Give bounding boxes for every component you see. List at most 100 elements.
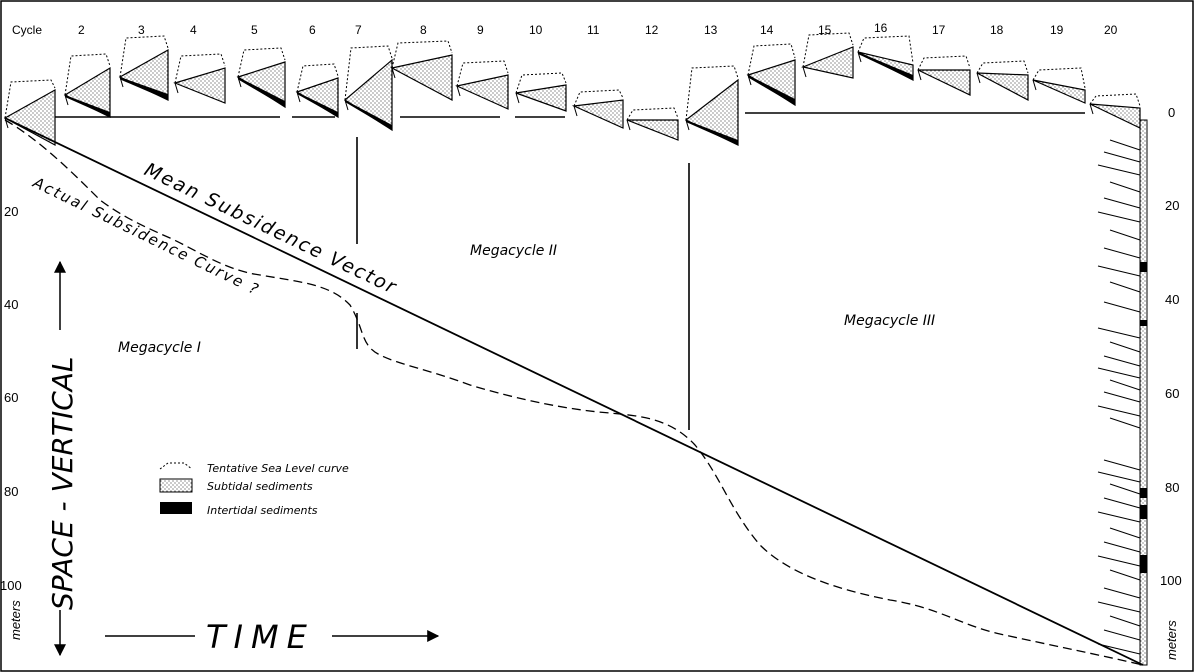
strat-tick [1109,139,1141,151]
strat-tick [1097,471,1141,483]
actual-subsidence-label: Actual Subsidence Curve ? [29,173,263,299]
strat-tick [1097,265,1141,277]
strat-tick [1097,643,1141,655]
intertidal-band [748,75,795,105]
wedge-flank [119,76,124,88]
cycle-number: 2 [78,23,85,37]
intertidal-band [686,120,738,145]
wedge-flank [857,51,862,63]
cycle-header: Cycle 2 3 4 5 6 7 8 9 10 11 12 13 14 15 … [12,21,1118,37]
depth-label: 100 [0,578,22,593]
strat-tick [1109,483,1141,495]
subtidal-wedge [1032,79,1086,104]
right-depth-column [1097,119,1148,666]
cycle-number: 20 [1104,23,1118,37]
cycle-number: 5 [251,23,258,37]
strat-tick [1103,629,1141,641]
sea-level-curve [296,63,339,93]
subtidal-wedge [343,58,393,132]
strat-tick [1097,211,1141,223]
subtidal-wedge [800,46,854,79]
wedge-flank [1089,103,1094,115]
intertidal-band [65,95,110,117]
strat-tick [1097,367,1141,379]
strat-tick [1103,151,1141,163]
subtidal-wedge [455,74,509,110]
cycle-number: 19 [1050,23,1064,37]
depth-label: 0 [1168,105,1175,120]
depth-label: 100 [1160,573,1182,588]
sea-level-curve [456,60,509,87]
strat-tick [1097,555,1141,567]
cycle-number: 16 [874,21,888,35]
strat-tick [1097,327,1141,339]
legend: Tentative Sea Level curve Subtidal sedim… [159,462,349,517]
strat-tick [1097,511,1141,523]
cycle-number: 3 [138,23,145,37]
sea-level-curve [747,43,796,76]
strat-tick [1097,601,1141,613]
strat-tick [1109,527,1141,539]
subtidal-wedge [515,84,567,112]
sea-level-curve [626,107,679,121]
subtidal-wedge [3,88,56,147]
depth-label: 60 [4,390,18,405]
sea-level-curve [4,79,56,119]
subtidal-wedge [173,67,226,104]
mean-subsidence-label: Mean Subsidence Vector [141,159,401,299]
megacycle-label: Megacycle III [844,313,935,329]
intertidal-band [238,77,285,107]
time-axis-label: TIME [206,618,315,656]
intertidal-band [858,52,913,80]
subtidal-wedge [684,78,739,146]
subtidal-wedge [917,69,971,96]
sea-level-curve [976,60,1029,74]
cycle-number: 10 [529,23,543,37]
intertidal-band [297,92,338,117]
depth-label: 40 [4,297,18,312]
strat-tick [1109,181,1141,193]
wedge-flank [802,66,807,78]
strat-tick [1109,417,1141,429]
strat-tick [1109,569,1141,581]
strat-tick [1103,247,1141,259]
megacycle-boundaries [356,137,690,430]
units-label-left: meters [8,600,23,640]
wedge-flank [1032,79,1037,91]
sea-level-curve [802,32,854,68]
wedge-flank [515,92,520,104]
megacycle-label: Megacycle II [470,243,557,259]
cycle-label: Cycle [12,23,42,37]
sea-level-curve [1032,67,1086,89]
cycle-number: 7 [355,23,362,37]
strat-tick [1103,301,1141,313]
sea-level-curve [917,55,971,71]
cycle-number: 4 [190,23,197,37]
depth-label: 80 [1165,480,1179,495]
wedge-flank [626,119,631,131]
cycle-number: 14 [760,23,774,37]
wedge-flank [917,69,922,81]
subtidal-wedge [1089,103,1141,129]
wedge-flank [237,76,242,88]
mean-subsidence-vector [4,117,1144,666]
strat-tick [1109,615,1141,627]
strat-tick [1109,281,1141,293]
vertical-axis-label-group: SPACE - VERTICAL [46,260,79,657]
cycle-number: 18 [990,23,1004,37]
sea-level-curve [857,35,914,64]
sea-level-curve [237,47,286,78]
sea-level-curve [685,65,739,121]
intertidal-band [120,77,168,100]
left-depth-scale: 20 40 60 80 100 meters [0,204,23,640]
strat-tick [1103,197,1141,209]
wedge-flank [573,105,578,117]
strat-tick [1103,459,1141,471]
legend-label: Subtidal sediments [207,480,313,493]
subtidal-wedge [976,72,1029,101]
wedge-flank [174,82,179,94]
strat-tick [1097,405,1141,417]
subtidal-wedge [390,54,453,101]
wedge-flank [344,99,349,111]
